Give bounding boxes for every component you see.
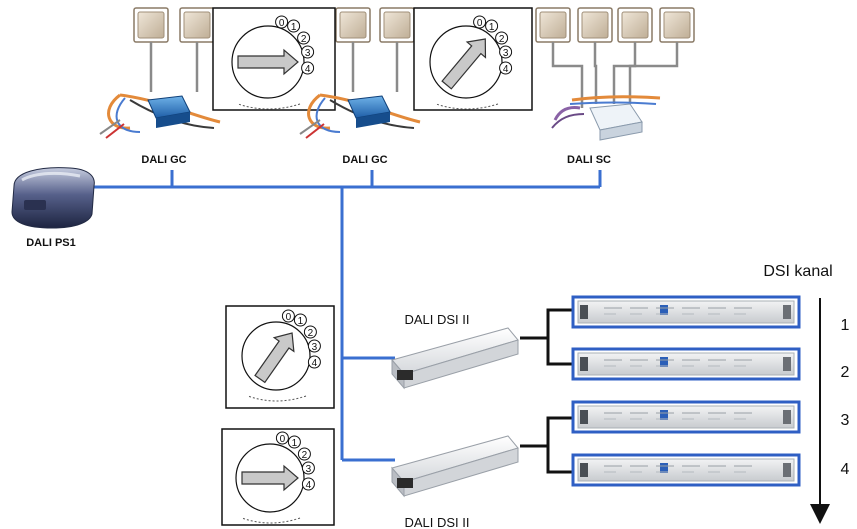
dial-pointer: [254, 332, 295, 384]
dial-number-ring: [301, 45, 315, 59]
dsi-output-brackets: [520, 308, 573, 474]
dial-return-arc: [247, 395, 307, 402]
dsi-converter-icon: [391, 327, 519, 390]
dali-gc-2: [299, 93, 421, 139]
wall-switch-icon: [133, 7, 169, 43]
dial-number-ring: [301, 461, 315, 475]
dial-number: 0: [279, 18, 285, 29]
dial-number: 0: [280, 434, 286, 445]
dial-number: 3: [503, 48, 509, 59]
dali-gc-1: [99, 93, 221, 139]
dial-pointer: [441, 38, 487, 90]
dial-number: 2: [308, 328, 314, 339]
dial-return-arc: [241, 517, 301, 524]
power-supply-icon: [11, 167, 95, 229]
dial-number-ring: [293, 313, 307, 327]
dial-number-ring: [485, 19, 499, 33]
dial-number-ring: [307, 355, 321, 369]
coupler-icon: [147, 95, 191, 128]
ballast-icon: [571, 400, 801, 434]
coupler-icon: [347, 95, 391, 128]
ballasts: [571, 295, 801, 487]
wall-switch-icon: [617, 7, 653, 43]
dial-number: 2: [499, 34, 505, 45]
dial-number-ring: [281, 309, 295, 323]
dial-number-ring: [495, 31, 509, 45]
dali-dsi-top: [391, 327, 519, 390]
wall-switch-icon: [535, 7, 571, 43]
dial-number: 4: [312, 358, 318, 369]
channel-number-4: 4: [841, 461, 850, 478]
dial-number: 1: [298, 316, 304, 327]
label-dali-sc: DALI SC: [567, 154, 611, 166]
label-dali-ps1: DALI PS1: [26, 237, 76, 249]
dial-number-ring: [473, 15, 487, 29]
dial-number-ring: [499, 45, 513, 59]
switch-wire: [593, 42, 598, 104]
wall-switch-icon: [577, 7, 613, 43]
dial-number-ring: [499, 61, 513, 75]
wall-switches: [133, 7, 695, 108]
ballast-icon: [571, 295, 801, 329]
label-dali-dsi-top: DALI DSI II: [404, 312, 469, 327]
dial-number-ring: [301, 477, 315, 491]
label-dsi-kanal: DSI kanal: [763, 263, 832, 280]
ballast-icon: [571, 453, 801, 487]
dial-number: 2: [301, 34, 307, 45]
dsi-converter-icon: [391, 435, 519, 498]
dali-ps1: [11, 167, 95, 229]
dial-number-ring: [287, 435, 301, 449]
dial-number: 4: [305, 64, 311, 75]
wall-switch-icon: [379, 7, 415, 43]
channel-number-3: 3: [841, 412, 850, 429]
dial-number: 3: [312, 342, 318, 353]
dali-sc: [551, 95, 661, 141]
dial-number: 4: [503, 64, 509, 75]
dial-number-ring: [287, 19, 301, 33]
dial-pointer: [241, 464, 299, 492]
label-dali-gc-2: DALI GC: [342, 154, 387, 166]
dial-number: 0: [477, 18, 483, 29]
label-dali-dsi-bottom: DALI DSI II: [404, 515, 469, 529]
dial-number-ring: [301, 61, 315, 75]
dial-number: 4: [306, 480, 312, 491]
switch-wire: [551, 42, 584, 108]
dial-number-ring: [275, 431, 289, 445]
dali-dsi-bottom: [391, 435, 519, 498]
wall-switch-icon: [659, 7, 695, 43]
dial-number: 1: [489, 22, 495, 33]
dali-bus-lines: [92, 170, 602, 462]
coupler-icon: [589, 103, 643, 141]
channel-number-1: 1: [841, 317, 850, 334]
dial-number-ring: [275, 15, 289, 29]
ballast-icon: [571, 347, 801, 381]
dial-number: 2: [302, 450, 308, 461]
dial-pointer: [237, 48, 299, 76]
dial-number: 1: [292, 438, 298, 449]
dial-number: 1: [291, 22, 297, 33]
dial-return-arc: [237, 103, 301, 110]
channel-number-2: 2: [841, 364, 850, 381]
dial-number-ring: [307, 339, 321, 353]
dial-number-ring: [297, 447, 311, 461]
wall-switch-icon: [335, 7, 371, 43]
dial-return-arc: [435, 103, 499, 110]
dial-number: 3: [305, 48, 311, 59]
switch-wire: [628, 42, 679, 104]
dial-number-ring: [303, 325, 317, 339]
dial-number-ring: [297, 31, 311, 45]
switch-wire: [612, 42, 637, 104]
dial-number: 3: [306, 464, 312, 475]
dial-number: 0: [286, 312, 292, 323]
label-dali-gc-1: DALI GC: [141, 154, 186, 166]
wall-switch-icon: [179, 7, 215, 43]
